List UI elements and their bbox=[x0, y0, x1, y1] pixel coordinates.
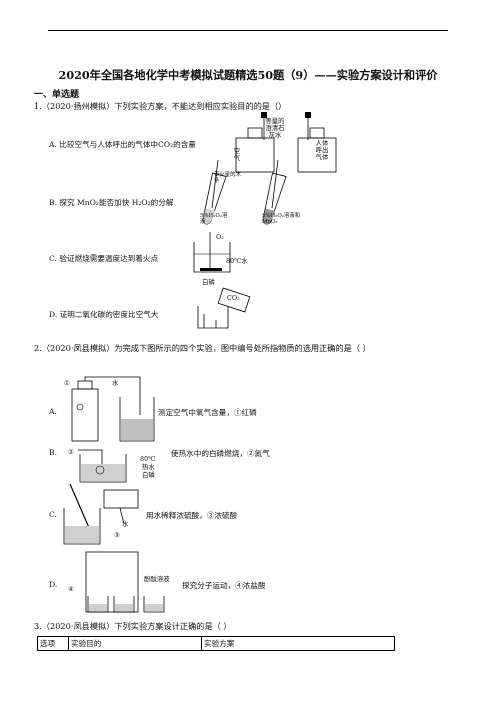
q1-option-c: C. 验证燃烧需要温度达到着火点 bbox=[49, 254, 159, 263]
page-title: 2020年全国各地化学中考模拟试题精选50题（9）——实验方案设计和评价 bbox=[58, 68, 438, 82]
q1-figure-b bbox=[202, 159, 287, 225]
q1c-water-label: 80℃水 bbox=[226, 257, 248, 265]
q2b-water-label: 热水 bbox=[142, 463, 155, 471]
q2-option-b-label: B. bbox=[49, 448, 57, 457]
q1c-phosphorus-label: 白磷 bbox=[202, 278, 215, 286]
q2-option-d-label: D. bbox=[49, 580, 58, 589]
q2c-water-label: 水 bbox=[122, 520, 129, 528]
q2-figure-b bbox=[78, 449, 127, 483]
q2d-marker-4: ④ bbox=[68, 585, 74, 593]
section-heading: 一、单选题 bbox=[34, 90, 80, 100]
q1a-right-bottle-label: 人体呼出气体 bbox=[315, 139, 329, 161]
q1-option-d: D. 证明二氧化碳的密度比空气大 bbox=[49, 310, 159, 319]
q1b-tube1-label: 5%H₂O₂溶液 bbox=[200, 213, 228, 225]
table-header-option: 选项 bbox=[37, 636, 69, 651]
q1b-splint-label: 带火星的木条 bbox=[214, 172, 241, 184]
q3-table: 选项 实验目的 实验方案 bbox=[37, 636, 395, 651]
q2-option-a-label: A. bbox=[49, 407, 57, 416]
q2-figure-d bbox=[85, 551, 165, 613]
q2-option-d-desc: 探究分子运动，④浓盐酸 bbox=[182, 581, 266, 590]
q2b-temp-label: 80℃ bbox=[140, 455, 156, 463]
q1-figure-c bbox=[193, 232, 231, 273]
q2b-marker-2: ② bbox=[68, 448, 74, 456]
q1-figure-d bbox=[197, 287, 251, 329]
q1c-gas-label: O₂ bbox=[216, 233, 224, 241]
q2b-phosphorus-label: 白磷 bbox=[142, 471, 155, 479]
q2-option-a-desc: 测定空气中氧气含量，①红磷 bbox=[158, 408, 257, 417]
question-2-stem: 2.（2020·凤县模拟）为完成下图所示的四个实验，图中编号处所指物质的选用正确… bbox=[34, 343, 371, 353]
q1a-left-bottle-label: 空气 bbox=[233, 147, 241, 162]
question-3-stem: 3.（2020·凤县模拟）下列实验方案设计正确的是（ ） bbox=[34, 621, 232, 631]
q1d-gas-label: CO₂ bbox=[227, 294, 240, 302]
q1-option-b: B. 探究 MnO₂能否加快 H₂O₂的分解 bbox=[49, 198, 174, 207]
q2d-indicator-label: 酚酞溶液 bbox=[144, 575, 170, 583]
q2c-marker-3: ③ bbox=[114, 531, 120, 539]
q1-figure-a bbox=[235, 112, 337, 173]
q1a-dropper-label: 等量的澄清石灰水 bbox=[265, 117, 285, 139]
q2-figure-c bbox=[63, 483, 139, 545]
table-header-goal: 实验目的 bbox=[68, 636, 202, 651]
table-row: 选项 实验目的 实验方案 bbox=[37, 636, 395, 651]
q1b-tube2-label: 5%H₂O₂溶液和MnO₂ bbox=[262, 213, 301, 225]
q1-option-a: A. 比较空气与人体呼出的气体中CO₂的含量 bbox=[49, 140, 196, 149]
q2-figure-a bbox=[71, 376, 155, 442]
q2a-water-label: 水 bbox=[112, 379, 119, 387]
header-rule bbox=[48, 30, 448, 31]
q2-option-c-label: C. bbox=[49, 510, 57, 519]
question-1-stem: 1.（2020·扬州模拟）下列实验方案，不能达到相应实验目的的是（） bbox=[34, 101, 287, 111]
q2-option-c-desc: 用水稀释浓硫酸，③浓硫酸 bbox=[146, 511, 238, 520]
q2-option-b-desc: 使热水中的白磷燃烧，②氮气 bbox=[171, 449, 270, 458]
table-header-plan: 实验方案 bbox=[201, 636, 395, 651]
q2a-marker-1: ① bbox=[64, 379, 70, 387]
